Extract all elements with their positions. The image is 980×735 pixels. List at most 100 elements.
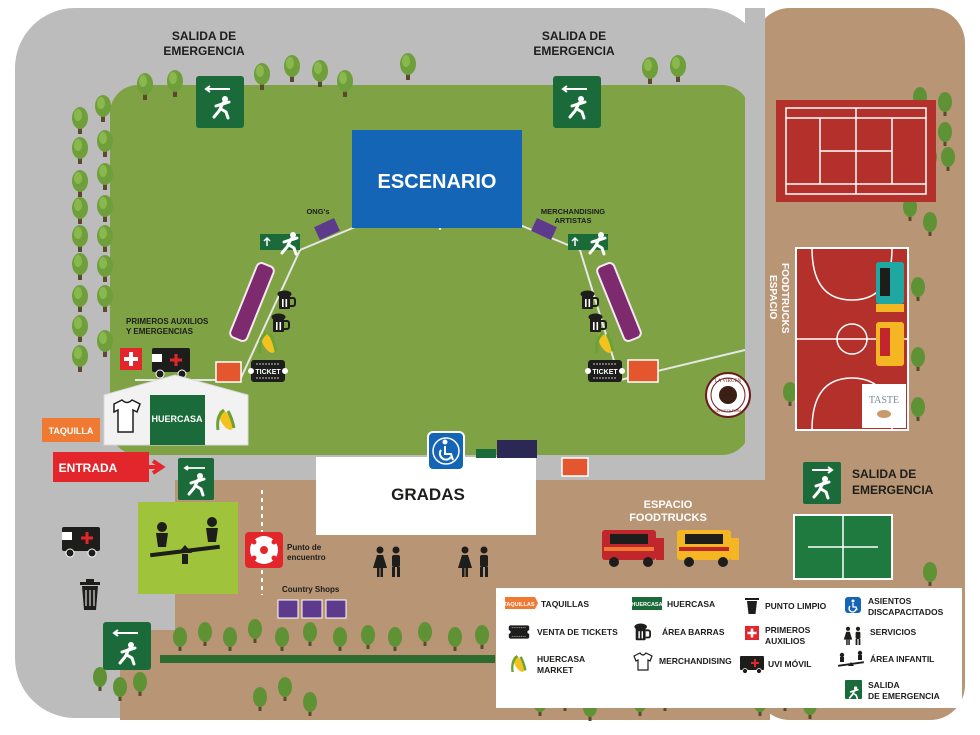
orange-stand-bottom[interactable] xyxy=(561,457,589,477)
ambulance-icon xyxy=(152,348,190,379)
ticket-booth-left[interactable]: TICKET xyxy=(247,359,289,383)
legend-label-1: HUERCASA xyxy=(537,654,585,664)
legend-label-2: AUXILIOS xyxy=(765,636,805,646)
meeting-point-icon xyxy=(245,532,283,568)
legend-label: HUERCASA xyxy=(667,599,715,609)
stage-label: ESCENARIO xyxy=(378,171,497,193)
ticket-sign: TICKET xyxy=(592,369,618,376)
legend-item-primeros-auxilios: PRIMEROS AUXILIOS xyxy=(745,625,811,646)
food-truck-orange[interactable] xyxy=(876,322,904,366)
merch-artists-stand[interactable] xyxy=(531,218,557,240)
legend-item-venta-tickets: VENTA DE TICKETS xyxy=(506,625,618,639)
country-shops-label: Country Shops xyxy=(282,585,340,594)
legend-item-uvi-movil: UVI MÓVIL xyxy=(740,656,811,674)
emergency-exit-right[interactable]: SALIDA DE EMERGENCIA xyxy=(803,462,934,504)
legend-label: ÁREA BARRAS xyxy=(662,627,725,637)
legend-item-punto-limpio: PUNTO LIMPIO xyxy=(745,598,827,614)
legend-label-2: DISCAPACITADOS xyxy=(868,607,944,617)
taste-logo: TASTE xyxy=(862,384,906,428)
emergency-exit-top-left[interactable]: SALIDA DE EMERGENCIA xyxy=(163,29,245,128)
legend: TAQUILLAS TAQUILLAS VENTA DE TICKETS HUE… xyxy=(496,588,962,708)
first-aid-icon xyxy=(120,348,142,370)
foodtrucks-label-2: FOODTRUCKS xyxy=(629,512,707,524)
legend-label: SERVICIOS xyxy=(870,627,916,637)
dark-stand[interactable] xyxy=(497,440,537,458)
entrance-label: ENTRADA xyxy=(59,461,118,475)
children-play-area[interactable] xyxy=(138,502,238,594)
trash-bin-icon xyxy=(80,579,100,610)
merch-artists-label-2: ARTISTAS xyxy=(555,216,592,225)
taste-text: TASTE xyxy=(869,395,899,406)
country-shops[interactable] xyxy=(277,599,347,619)
exit-label-1: SALIDA DE xyxy=(542,29,606,43)
legend-item-salida: SALIDA DE EMERGENCIA xyxy=(845,680,940,701)
entrance[interactable]: ENTRADA xyxy=(53,452,166,482)
legend-item-area-barras: ÁREA BARRAS xyxy=(633,622,725,642)
food-truck-red[interactable] xyxy=(602,530,664,567)
legend-icon-text: TAQUILLAS xyxy=(503,602,534,608)
legend-label: PUNTO LIMPIO xyxy=(765,601,827,611)
foodtrucks-vertical-2: FOODTRUCKS xyxy=(779,263,790,334)
exit-label-2: EMERGENCIA xyxy=(852,483,934,497)
bar-left[interactable] xyxy=(229,262,276,343)
exit-arrow-sign-left xyxy=(260,230,300,256)
legend-label: VENTA DE TICKETS xyxy=(537,627,618,637)
ambulance-icon xyxy=(62,527,100,558)
ticket-office[interactable]: TAQUILLA xyxy=(42,418,100,442)
small-green-stand xyxy=(476,449,496,458)
stage[interactable]: ESCENARIO xyxy=(352,130,522,228)
legend-label-2: DE EMERGENCIA xyxy=(868,691,940,701)
legend-label-1: ASIENTOS xyxy=(868,596,912,606)
ticket-office-label: TAQUILLA xyxy=(49,426,94,436)
entrance-exit-sign[interactable] xyxy=(178,458,214,500)
la-virgen-logo: LA VIRGEN CERVEZA PURA xyxy=(705,372,751,418)
food-truck-yellow[interactable] xyxy=(677,530,739,567)
legend-item-servicios: SERVICIOS xyxy=(843,626,916,645)
orange-stand-right[interactable] xyxy=(627,359,659,383)
meeting-point-label-2: encuentro xyxy=(287,553,326,562)
tshirt-icon xyxy=(633,652,653,671)
ticket-booth-right[interactable]: TICKET xyxy=(584,359,626,383)
ambulance-icon xyxy=(740,656,764,674)
ticket-icon xyxy=(506,625,532,639)
exit-label-2: EMERGENCIA xyxy=(533,44,615,58)
ngo-label: ONG's xyxy=(306,207,329,216)
legend-item-merchandising: MERCHANDISING xyxy=(633,652,732,671)
emergency-exit-bottom-left[interactable] xyxy=(103,622,151,670)
legend-item-huercasa-market: HUERCASA MARKET xyxy=(509,653,585,675)
legend-label: TAQUILLAS xyxy=(541,599,589,609)
legend-icon-text: HUERCASA xyxy=(631,602,662,608)
huercasa-tent[interactable]: HUERCASA xyxy=(103,374,249,446)
la-virgen-text: LA VIRGEN xyxy=(715,379,742,384)
food-truck-teal[interactable] xyxy=(876,262,904,312)
legend-label: UVI MÓVIL xyxy=(768,658,811,669)
ngo-stand[interactable] xyxy=(314,218,340,240)
wheelchair-icon xyxy=(845,597,861,613)
first-aid-label-2: Y EMERGENCIAS xyxy=(126,327,194,336)
merch-artists-label-1: MERCHANDISING xyxy=(541,207,605,216)
ticket-sign: TICKET xyxy=(255,369,281,376)
legend-item-huercasa: HUERCASA HUERCASA xyxy=(631,597,715,610)
exit-label-1: SALIDA DE xyxy=(852,467,916,481)
foodtrucks-vertical-1: ESPACIO xyxy=(767,275,778,319)
huercasa-icon xyxy=(632,597,662,610)
bar-right[interactable] xyxy=(596,262,643,343)
legend-item-area-infantil: ÁREA INFANTIL xyxy=(837,650,934,667)
foodtrucks-label-1: ESPACIO xyxy=(644,499,693,511)
legend-label-2: MARKET xyxy=(537,665,574,675)
exit-label-2: EMERGENCIA xyxy=(163,44,245,58)
exit-label-1: SALIDA DE xyxy=(172,29,236,43)
legend-label: ÁREA INFANTIL xyxy=(870,654,934,664)
emergency-exit-top-center[interactable]: SALIDA DE EMERGENCIA xyxy=(533,29,615,128)
first-aid-label-1: PRIMEROS AUXILIOS xyxy=(126,317,209,326)
stands-label: GRADAS xyxy=(391,485,465,504)
orange-stand-left[interactable] xyxy=(215,361,242,383)
legend-item-taquillas: TAQUILLAS TAQUILLAS xyxy=(503,597,589,609)
legend-label: MERCHANDISING xyxy=(659,656,732,666)
trash-bin-icon xyxy=(745,598,759,614)
green-sports-court xyxy=(793,514,893,580)
seesaw-icon xyxy=(837,650,865,667)
ticket-booth-icon xyxy=(505,597,538,609)
stands[interactable]: GRADAS xyxy=(316,457,536,535)
